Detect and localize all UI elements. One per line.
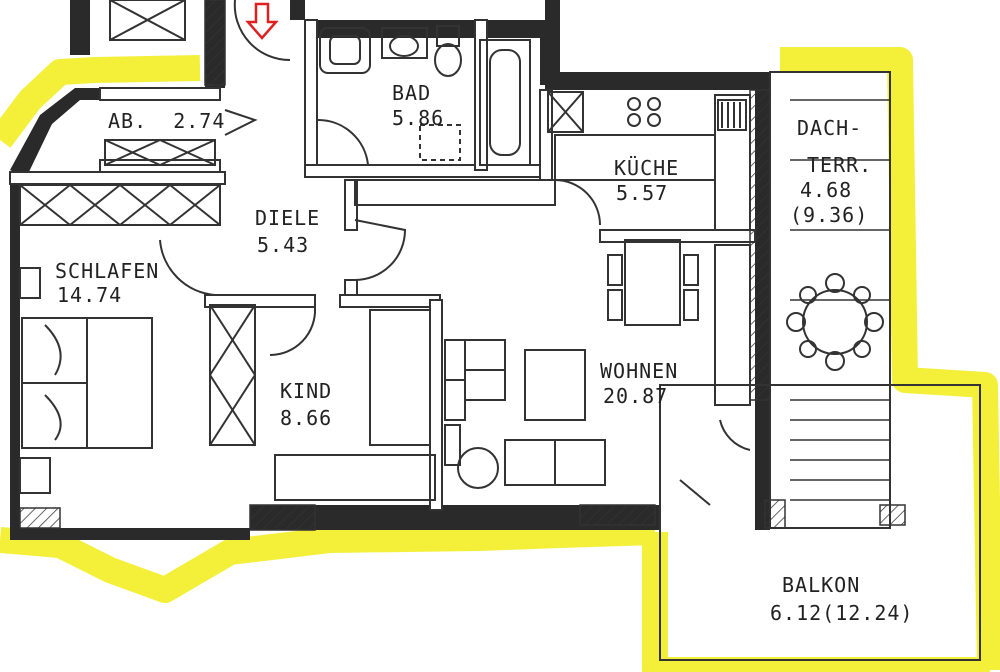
label-kueche-area: 5.57 — [616, 181, 668, 205]
bathroom-fixtures — [319, 25, 531, 166]
label-schlafen-area: 14.74 — [57, 283, 122, 307]
living-furniture — [444, 339, 606, 489]
label-terrasse-line2: TERR. — [807, 153, 872, 177]
label-terrasse-line1: DACH- — [797, 116, 862, 140]
label-bad-name: BAD — [392, 81, 431, 105]
label-wohnen-area: 20.87 — [603, 384, 668, 408]
label-terrasse-area-full: (9.36) — [790, 203, 868, 227]
label-kind-name: KIND — [280, 379, 332, 403]
bedroom-furniture — [19, 267, 436, 501]
label-balkon-area: 6.12(12.24) — [770, 601, 913, 625]
down-arrow-icon — [245, 2, 279, 40]
label-abstellraum: AB. 2.74 — [108, 109, 225, 133]
label-diele-area: 5.43 — [257, 233, 309, 257]
label-kind-area: 8.66 — [280, 406, 332, 430]
label-terrasse-area: 4.68 — [800, 178, 852, 202]
interior-walls — [9, 19, 756, 511]
highlight-outline — [0, 47, 1000, 672]
label-kueche-name: KÜCHE — [614, 156, 679, 180]
dining-set — [607, 239, 884, 406]
cabinets — [19, 0, 584, 446]
label-diele-name: DIELE — [255, 206, 320, 230]
doors — [159, 0, 751, 506]
label-schlafen-name: SCHLAFEN — [55, 259, 159, 283]
label-balkon-name: BALKON — [782, 573, 860, 597]
kitchen-fixtures — [354, 94, 751, 231]
label-bad-area: 5.86 — [392, 106, 444, 130]
label-wohnen-name: WOHNEN — [600, 359, 678, 383]
